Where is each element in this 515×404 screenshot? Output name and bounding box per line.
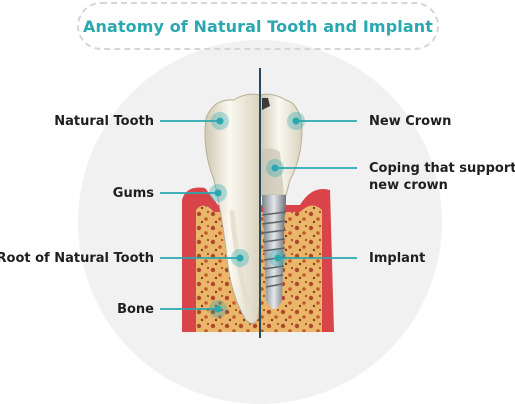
diagram-title: Anatomy of Natural Tooth and Implant bbox=[83, 16, 433, 36]
label-root-of-natural-tooth: Root of Natural Tooth bbox=[0, 251, 154, 266]
label-natural-tooth: Natural Tooth bbox=[54, 114, 154, 129]
label-gums: Gums bbox=[112, 186, 154, 201]
label-bone: Bone bbox=[117, 302, 154, 317]
label-implant: Implant bbox=[369, 251, 426, 266]
title-pill: Anatomy of Natural Tooth and Implant bbox=[77, 2, 439, 50]
label-coping-line2: new crown bbox=[369, 178, 448, 193]
implant-screw bbox=[261, 195, 287, 309]
label-new-crown: New Crown bbox=[369, 114, 452, 129]
new-crown-shape bbox=[259, 93, 303, 196]
label-coping-line1: Coping that supports bbox=[369, 161, 515, 176]
